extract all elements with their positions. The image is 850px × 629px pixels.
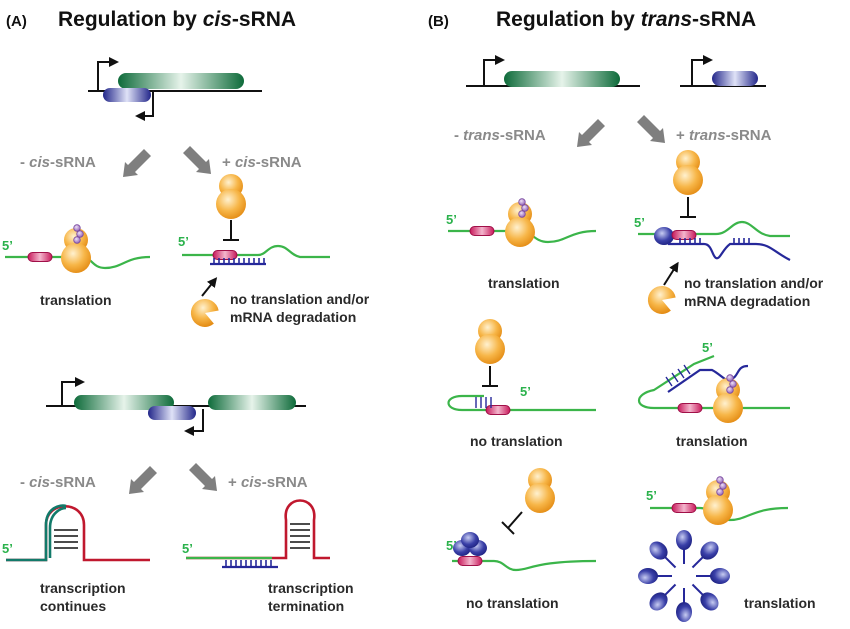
panel-b-hairpin-block: 5’ no translation bbox=[447, 319, 596, 449]
panel-b-label: (B) bbox=[428, 13, 449, 30]
caption-translation-b2: translation bbox=[676, 433, 748, 449]
panel-b-block-mrna: 5’ no translation and/or mRNA degradatio… bbox=[634, 150, 824, 318]
ribosome bbox=[61, 228, 91, 273]
caption-translation-a: translation bbox=[40, 292, 112, 308]
panel-b-title: Regulation by trans-sRNA bbox=[496, 8, 756, 31]
five-prime-label: 5’ bbox=[634, 215, 645, 230]
panel-a-translation-mrna: 5’ translation bbox=[2, 224, 151, 308]
arrow-minus-b bbox=[577, 119, 605, 147]
cond-plus-cis-1: + cis-sRNA bbox=[222, 154, 302, 171]
caption-continues-1: transcription bbox=[40, 580, 126, 596]
panel-a-terminator: 5’ transcription termination bbox=[182, 499, 354, 614]
caption-termination-1: transcription bbox=[268, 580, 354, 596]
panel-a-title: Regulation by cis-sRNA bbox=[58, 8, 296, 31]
cond-plus-trans: + trans-sRNA bbox=[676, 127, 772, 144]
caption-translation-b: translation bbox=[488, 275, 560, 291]
caption-no-translation-b1: no translation bbox=[470, 433, 563, 449]
ribosome bbox=[703, 480, 733, 525]
rnase-icon bbox=[643, 282, 679, 318]
five-prime-label: 5’ bbox=[182, 541, 193, 556]
panel-b-protein-translation: 5’ translation bbox=[637, 476, 816, 623]
panel-a-cis-locus-2 bbox=[46, 377, 306, 436]
protein-ring-icon bbox=[637, 530, 731, 623]
arrow-minus-a1 bbox=[123, 149, 151, 177]
promoter-arrow-reverse bbox=[135, 91, 154, 121]
panel-a-cis-locus-1 bbox=[88, 57, 262, 121]
caption-termination-2: termination bbox=[268, 598, 344, 614]
five-prime-label: 5’ bbox=[646, 488, 657, 503]
five-prime-label: 5’ bbox=[178, 234, 189, 249]
arrow-plus-a1 bbox=[183, 146, 211, 174]
ribosome-free bbox=[525, 468, 555, 513]
ribosome-free bbox=[673, 150, 703, 195]
ribosome-free bbox=[475, 319, 505, 364]
caption-continues-2: continues bbox=[40, 598, 106, 614]
five-prime-label: 5’ bbox=[702, 340, 713, 355]
panel-b-protein-block: 5’ no translation bbox=[446, 468, 597, 611]
cond-minus-cis-1: - cis-sRNA bbox=[20, 154, 96, 171]
panel-a-block-mrna: 5’ no translation and/or mRNA degradatio… bbox=[178, 174, 370, 331]
panel-a-antiterminator: 5’ transcription continues bbox=[2, 504, 150, 614]
ribosome bbox=[505, 202, 535, 247]
cond-minus-cis-2: - cis-sRNA bbox=[20, 474, 96, 491]
target-gene bbox=[118, 73, 244, 89]
five-prime-label: 5’ bbox=[446, 212, 457, 227]
panel-a-label: (A) bbox=[6, 13, 27, 30]
five-prime-label: 5’ bbox=[2, 238, 13, 253]
protein-hfq bbox=[453, 532, 487, 556]
five-prime-label: 5’ bbox=[2, 541, 13, 556]
caption-block-b-2: mRNA degradation bbox=[684, 293, 810, 309]
rnase-icon bbox=[186, 295, 222, 331]
ribosome bbox=[713, 378, 743, 423]
cond-plus-cis-2: + cis-sRNA bbox=[228, 474, 308, 491]
panel-b-translation-mrna: 5’ translation bbox=[446, 198, 597, 291]
promoter-arrow bbox=[97, 57, 119, 91]
panel-b-activation: 5’ translation bbox=[637, 340, 790, 449]
panel-b-trans-locus bbox=[466, 55, 766, 87]
five-prime-label: 5’ bbox=[446, 538, 457, 553]
ribosome-free bbox=[216, 174, 246, 219]
cond-minus-trans: - trans-sRNA bbox=[454, 127, 546, 144]
caption-block-b-1: no translation and/or bbox=[684, 275, 824, 291]
arrow-minus-a2 bbox=[129, 466, 157, 494]
five-prime-label: 5’ bbox=[520, 384, 531, 399]
caption-translation-b3: translation bbox=[744, 595, 816, 611]
srna-gene bbox=[103, 88, 151, 102]
caption-block-a-1: no translation and/or bbox=[230, 291, 370, 307]
arrow-plus-b bbox=[637, 115, 665, 143]
caption-block-a-2: mRNA degradation bbox=[230, 309, 356, 325]
arrow-plus-a2 bbox=[189, 463, 217, 491]
caption-no-translation-b3: no translation bbox=[466, 595, 559, 611]
